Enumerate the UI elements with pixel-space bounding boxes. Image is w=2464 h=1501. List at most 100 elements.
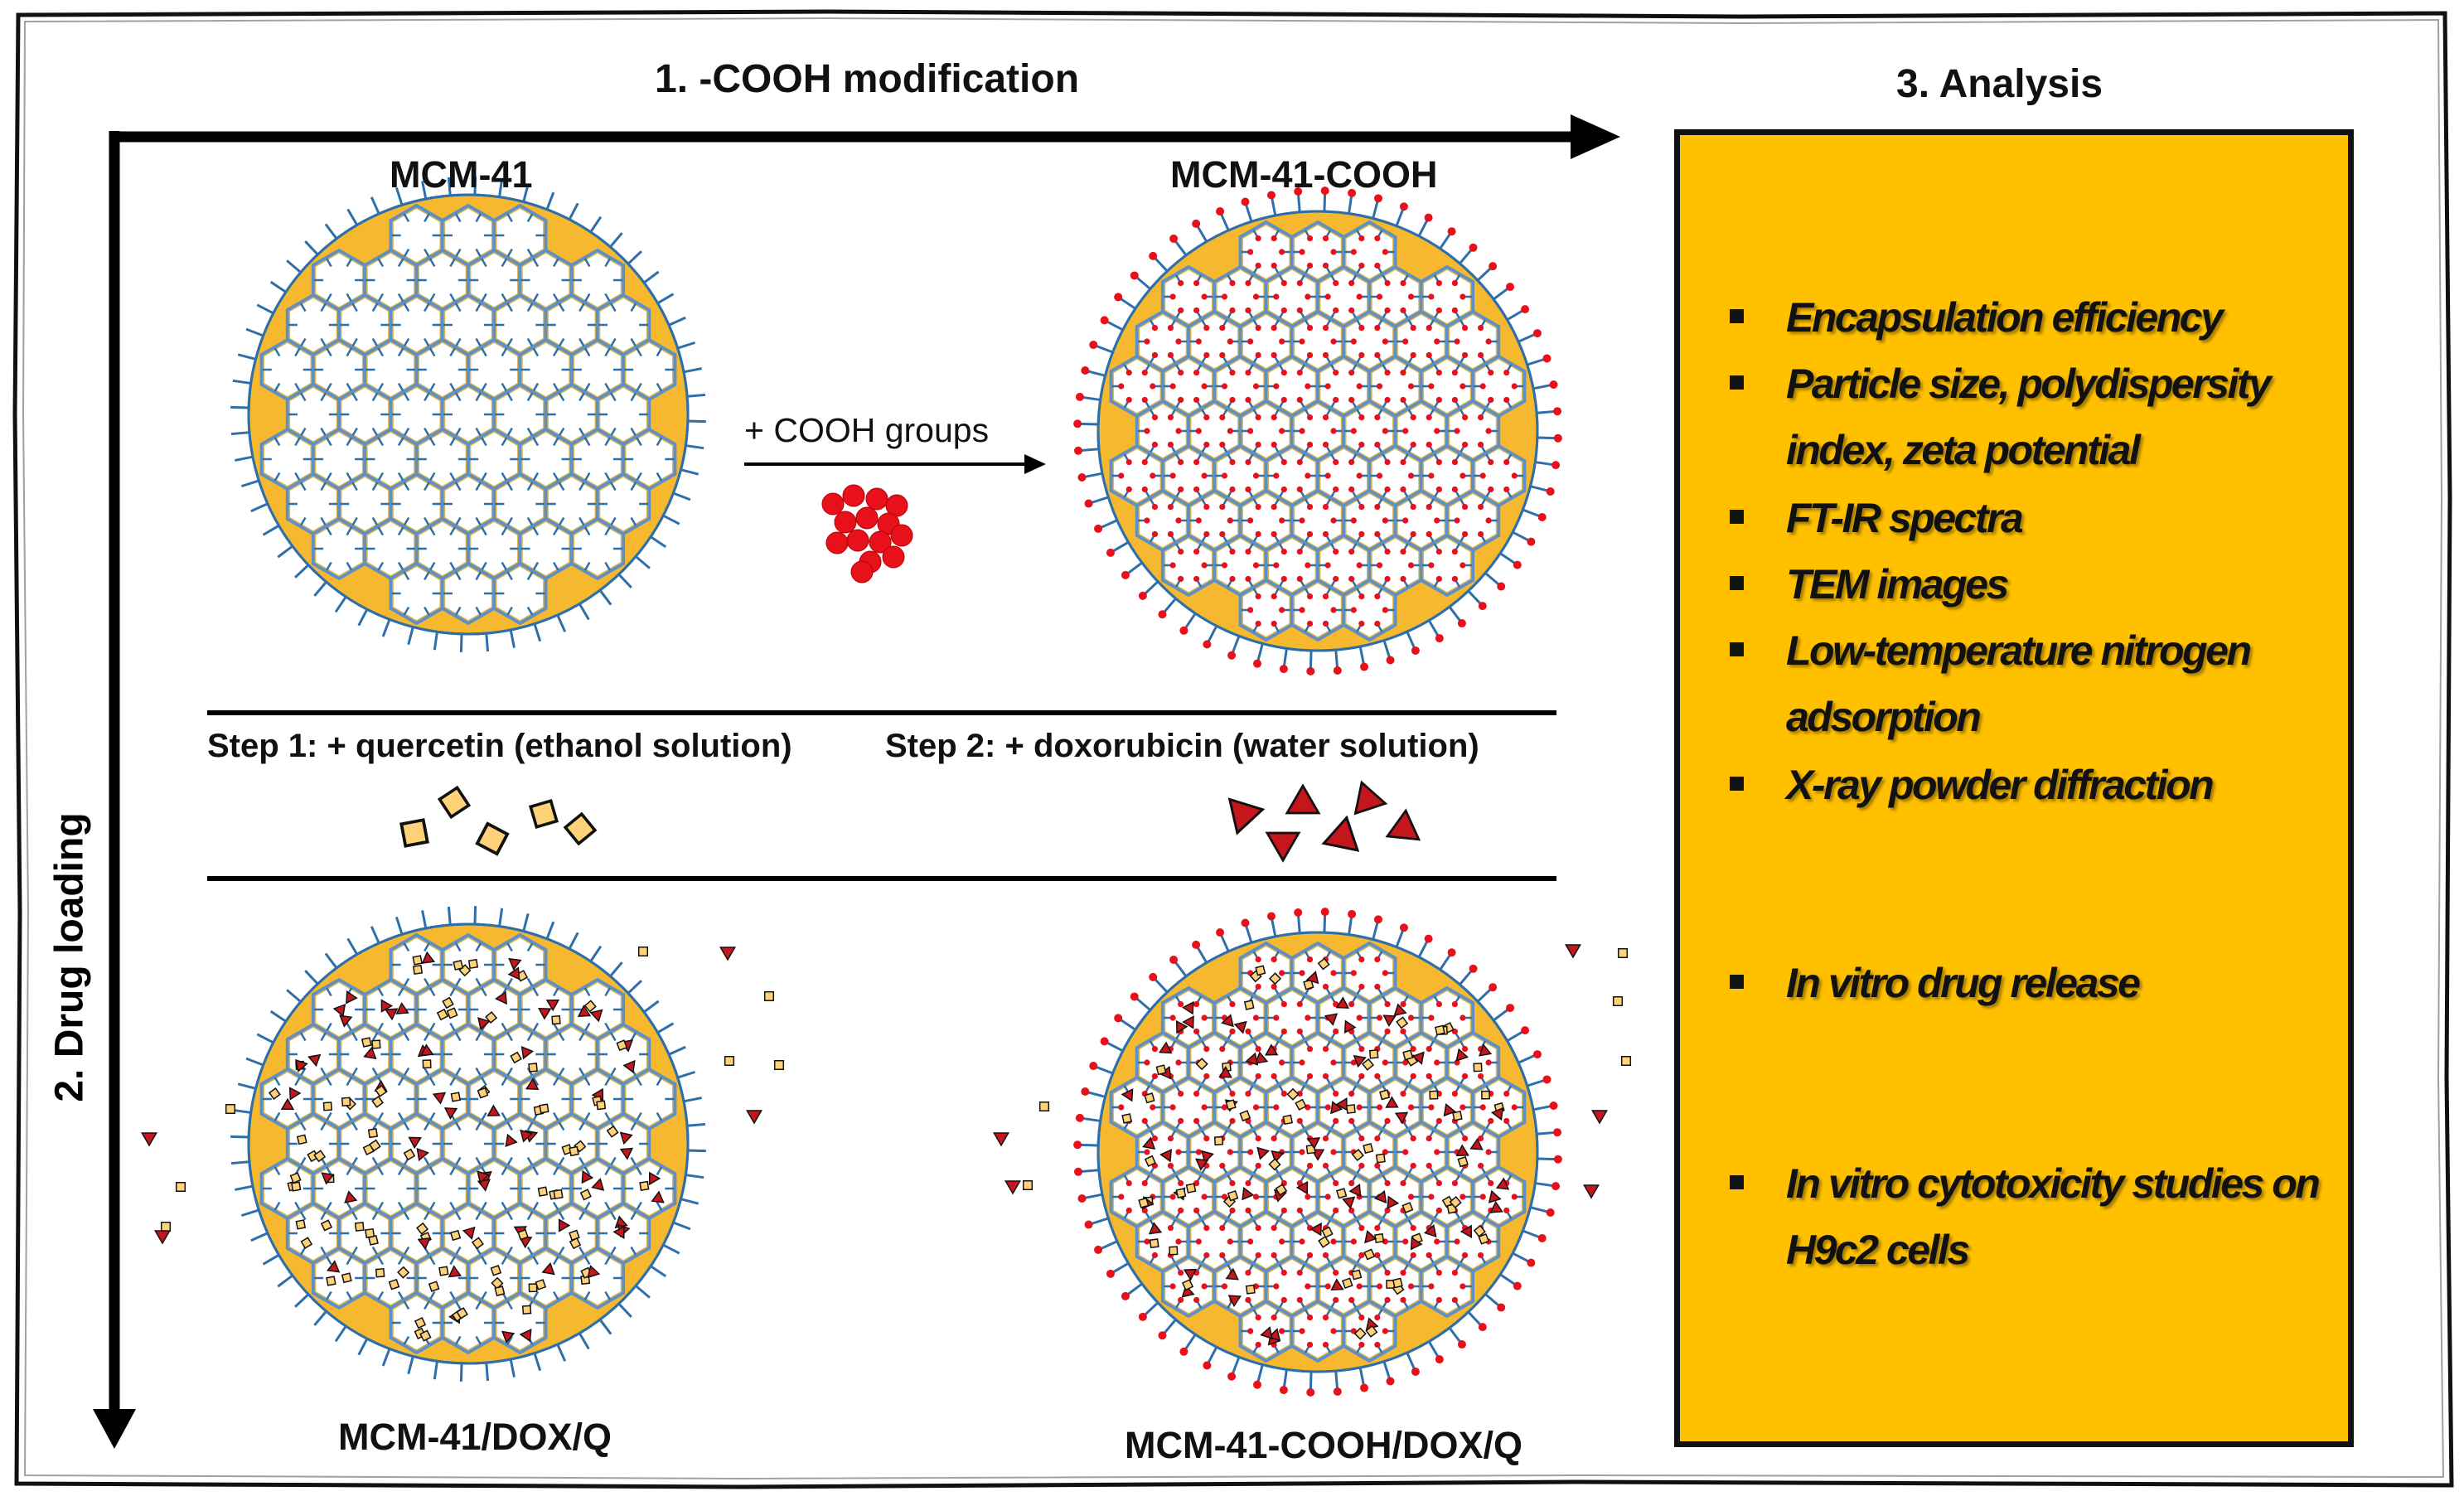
cooh-dot [1280,1090,1287,1097]
inner-chain [604,293,611,303]
surface-chain [643,1000,660,1014]
doxorubicin-molecule [619,1131,633,1145]
cooh-dot [1485,1059,1492,1066]
surface-chain [1522,508,1541,518]
inner-chain [299,392,307,402]
quercetin-molecule [453,959,464,971]
cooh-dot [1280,1000,1287,1008]
cooh-dot [1306,666,1315,675]
cooh-dot [1114,1014,1123,1023]
inner-chain [346,1077,353,1087]
inner-chain [475,977,482,987]
doxorubicin-molecule [1385,1096,1399,1108]
cooh-dot [1273,472,1280,479]
cooh-dot [1193,1000,1200,1008]
cooh-dot [1178,486,1184,493]
inner-chain [630,1032,637,1042]
doxorubicin-molecule [520,1129,534,1143]
cooh-dot [1322,503,1329,511]
inner-chain [604,1111,611,1121]
quercetin-molecule [471,1237,484,1250]
inner-chain [609,516,617,526]
cooh-dot [1324,1194,1331,1200]
cooh-dot [1358,620,1365,627]
doxorubicin-molecule [1225,1267,1239,1281]
inner-chain [583,1022,591,1032]
inner-chain [501,258,508,268]
cooh-dot [1167,351,1174,359]
inner-chain [636,1077,642,1087]
cooh-dot [1150,383,1156,390]
inner-chain [501,561,508,571]
inner-chain [274,437,281,447]
inner-chain [346,382,353,392]
inner-chain [454,1335,462,1345]
cooh-dot [1279,517,1285,524]
bullet-icon [1730,309,1744,323]
inner-chain [552,1256,559,1266]
cooh-dot [1201,1014,1208,1021]
cooh-dot [1435,1355,1444,1364]
pore-rim [314,431,364,487]
cooh-dot [1296,1090,1303,1097]
doxorubicin-molecule [1364,1230,1377,1244]
cooh-dot [1151,441,1159,448]
surface-chain [598,1319,612,1335]
inner-chain [630,1246,637,1256]
pore-rim [1242,1303,1290,1359]
cooh-dot [1175,428,1182,434]
cooh-dot [1460,1283,1466,1290]
cooh-dot [1435,1296,1442,1304]
pore-rim [1474,358,1523,414]
cooh-dot [1306,1252,1314,1259]
pore-rim [573,981,622,1038]
inner-chain [274,1077,281,1087]
cooh-dot [1280,1269,1287,1276]
cooh-dot [1402,338,1409,345]
surface-chain [294,564,310,579]
inner-chain [506,516,513,526]
inner-chain [558,427,565,437]
surface-chain [1126,1282,1143,1296]
inner-chain [506,977,513,987]
cooh-dot [1305,383,1311,390]
inner-chain [403,942,410,952]
quercetin-molecule [1239,1110,1251,1122]
cooh-dot [1229,575,1236,583]
cooh-dot [1280,369,1287,376]
inner-chain [320,303,327,312]
cooh-dot [1299,1059,1305,1066]
doxorubicin-molecule [1148,1222,1163,1235]
surface-chain [1135,276,1151,290]
inner-chain [475,516,482,526]
surface-chain [609,232,623,248]
inner-chain [351,427,358,437]
surface-chain [1282,1369,1288,1388]
quercetin-molecule [1363,1248,1376,1261]
surface-chain [1467,589,1482,605]
cooh-dot [1073,446,1082,455]
cooh-dot [1203,1045,1210,1053]
cooh-dot [1144,1238,1150,1245]
cooh-dot [1229,486,1236,493]
surface-chain [1439,953,1452,971]
cooh-dot [1141,369,1148,376]
cooh-dot [1402,1149,1409,1155]
inner-chain [403,482,410,491]
surface-chain [1459,970,1473,985]
doxorubicin-molecule [421,951,436,964]
cooh-dot [1356,293,1363,300]
surface-chain [1527,1078,1546,1087]
surface-chain [1484,572,1500,586]
doxorubicin-molecule [719,947,737,961]
inner-chain [578,1067,585,1077]
pore-rim [1345,1213,1394,1270]
cooh-dot [1511,1104,1518,1111]
cooh-dot [1426,1162,1432,1169]
inner-chain [326,382,332,392]
quercetin-molecule [1149,1238,1159,1249]
surface-chain [237,1082,256,1090]
inner-chain [609,427,617,437]
quercetin-molecule [1452,1111,1463,1121]
pore-rim [1293,582,1343,638]
